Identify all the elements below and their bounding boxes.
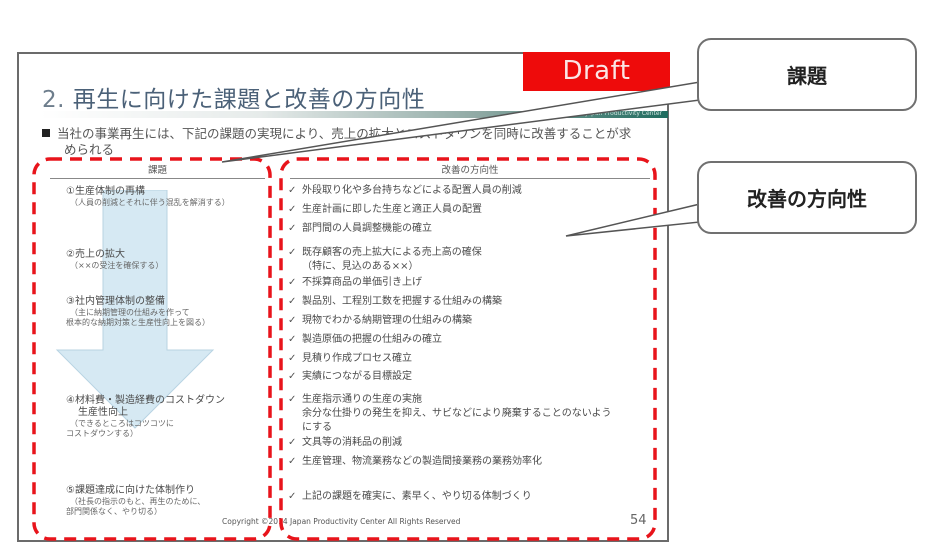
check-icon: ✓	[288, 437, 297, 448]
direction-item: ✓ 上記の課題を確実に、素早く、やり切る体制づくり	[288, 490, 658, 504]
direction-item: ✓ 生産計画に即した生産と適正人員の配置	[288, 203, 658, 217]
direction-text: 製造原価の把握の仕組みの確立	[302, 334, 442, 345]
direction-text: 見積り作成プロセス確立	[302, 353, 412, 364]
issue-item-5: ⑤課題達成に向けた体制作り （社長の指示のもと、再生のために、 部門関係なく、や…	[66, 485, 205, 517]
direction-item: ✓ 生産指示通りの生産の実施余分な仕掛りの発生を抑え、サビなどにより廃棄することの…	[288, 393, 658, 435]
direction-text: 不採算商品の単価引き上げ	[302, 277, 422, 288]
direction-text: 文具等の消耗品の削減	[302, 437, 402, 448]
direction-text: 生産計画に即した生産と適正人員の配置	[302, 204, 482, 215]
intro-bullet: 当社の事業再生には、下記の課題の実現により、売上の拡大とコストダウンを同時に改善…	[42, 126, 652, 158]
direction-text-cont: 余分な仕掛りの発生を抑え、サビなどにより廃棄することのないよう	[302, 408, 612, 419]
issue-sub: （人員の削減とそれに伴う混乱を解消する）	[70, 198, 230, 207]
header-bar-text: Japan Productivity Center	[585, 110, 662, 117]
direction-text: 現物でわかる納期管理の仕組みの構築	[302, 315, 472, 326]
direction-item: ✓ 見積り作成プロセス確立	[288, 352, 658, 366]
direction-text: 外段取り化や多台持ちなどによる配置人員の削減	[302, 185, 522, 196]
copyright-footer: Copyright ©2014 Japan Productivity Cente…	[222, 517, 461, 526]
issue-sub: （主に納期管理の仕組みを作って	[70, 308, 190, 317]
check-icon: ✓	[288, 456, 297, 467]
callout-issues: 課題	[697, 38, 917, 111]
title-text: 再生に向けた課題と改善の方向性	[72, 87, 426, 113]
issue-sub: 根本的な納期対策と生産性向上を図る）	[66, 318, 210, 327]
direction-text: 製品別、工程別工数を把握する仕組みの構築	[302, 296, 502, 307]
issue-sub: コストダウンする）	[66, 429, 138, 438]
direction-item: ✓ 生産管理、物流業務などの製造間接業務の業務効率化	[288, 455, 658, 469]
direction-text: 生産管理、物流業務などの製造間接業務の業務効率化	[302, 456, 542, 467]
check-icon: ✓	[288, 394, 297, 405]
check-icon: ✓	[288, 491, 297, 502]
page-number: 54	[630, 513, 647, 528]
direction-text: 上記の課題を確実に、素早く、やり切る体制づくり	[302, 491, 532, 502]
direction-item: ✓ 文具等の消耗品の削減	[288, 436, 658, 450]
slide-title: 2. 再生に向けた課題と改善の方向性	[42, 80, 425, 114]
check-icon: ✓	[288, 247, 297, 258]
check-icon: ✓	[288, 371, 297, 382]
issue-title: ④材料費・製造経費のコストダウン	[66, 395, 225, 406]
draft-badge: Draft	[523, 52, 670, 91]
issue-sub: （できるところはコツコツに	[70, 419, 174, 428]
direction-item: ✓ 製品別、工程別工数を把握する仕組みの構築	[288, 295, 658, 309]
issue-title: ②売上の拡大	[66, 249, 125, 260]
bullet-line-2: められる	[64, 142, 115, 157]
check-icon: ✓	[288, 353, 297, 364]
direction-text: 実績につながる目標設定	[302, 371, 412, 382]
direction-text: 生産指示通りの生産の実施	[302, 394, 422, 405]
check-icon: ✓	[288, 277, 297, 288]
check-icon: ✓	[288, 334, 297, 345]
issue-item-3: ③社内管理体制の整備 （主に納期管理の仕組みを作って 根本的な納期対策と生産性向…	[66, 296, 210, 328]
check-icon: ✓	[288, 204, 297, 215]
check-icon: ✓	[288, 223, 297, 234]
direction-text: 既存顧客の売上拡大による売上高の確保	[302, 247, 482, 258]
issue-title: ③社内管理体制の整備	[66, 296, 165, 307]
issue-item-1: ①生産体制の再構 （人員の削減とそれに伴う混乱を解消する）	[66, 186, 230, 208]
issue-sub: 部門関係なく、やり切る）	[66, 507, 162, 516]
check-icon: ✓	[288, 315, 297, 326]
title-number: 2.	[42, 87, 65, 113]
issue-title: ①生産体制の再構	[66, 186, 145, 197]
issue-sub: （社長の指示のもと、再生のために、	[70, 497, 206, 506]
issues-header: 課題	[50, 162, 265, 179]
directions-header: 改善の方向性	[290, 162, 650, 179]
directions-dashed-box	[279, 157, 657, 541]
direction-item: ✓ 既存顧客の売上拡大による売上高の確保 （特に、見込のある××）	[288, 246, 658, 274]
issue-title: ⑤課題達成に向けた体制作り	[66, 485, 195, 496]
title-gradient-bar: Japan Productivity Center	[40, 110, 668, 118]
down-arrow-icon	[55, 190, 215, 429]
square-bullet-icon	[42, 129, 50, 137]
direction-item: ✓ 実績につながる目標設定	[288, 370, 658, 384]
direction-item: ✓ 現物でわかる納期管理の仕組みの構築	[288, 314, 658, 328]
bullet-line-1: 当社の事業再生には、下記の課題の実現により、売上の拡大とコストダウンを同時に改善…	[57, 126, 632, 141]
callout-directions: 改善の方向性	[697, 161, 917, 234]
issue-sub: （××の受注を確保する）	[70, 261, 164, 270]
direction-text-cont: にする	[302, 422, 333, 433]
check-icon: ✓	[288, 296, 297, 307]
issue-title-2: 生産性向上	[78, 407, 128, 418]
issue-item-2: ②売上の拡大 （××の受注を確保する）	[66, 249, 163, 271]
issues-dashed-box	[32, 157, 272, 541]
direction-item: ✓ 不採算商品の単価引き上げ	[288, 276, 658, 290]
direction-item: ✓ 製造原価の把握の仕組みの確立	[288, 333, 658, 347]
direction-item: ✓ 部門間の人員調整機能の確立	[288, 222, 658, 236]
direction-text: 部門間の人員調整機能の確立	[302, 223, 432, 234]
direction-item: ✓ 外段取り化や多台持ちなどによる配置人員の削減	[288, 184, 658, 198]
callout-issues-pointer	[221, 81, 701, 163]
direction-text-cont: （特に、見込のある××）	[302, 261, 419, 272]
callout-directions-pointer	[565, 203, 701, 237]
issue-item-4: ④材料費・製造経費のコストダウン 生産性向上 （できるところはコツコツに コスト…	[66, 395, 225, 439]
check-icon: ✓	[288, 185, 297, 196]
